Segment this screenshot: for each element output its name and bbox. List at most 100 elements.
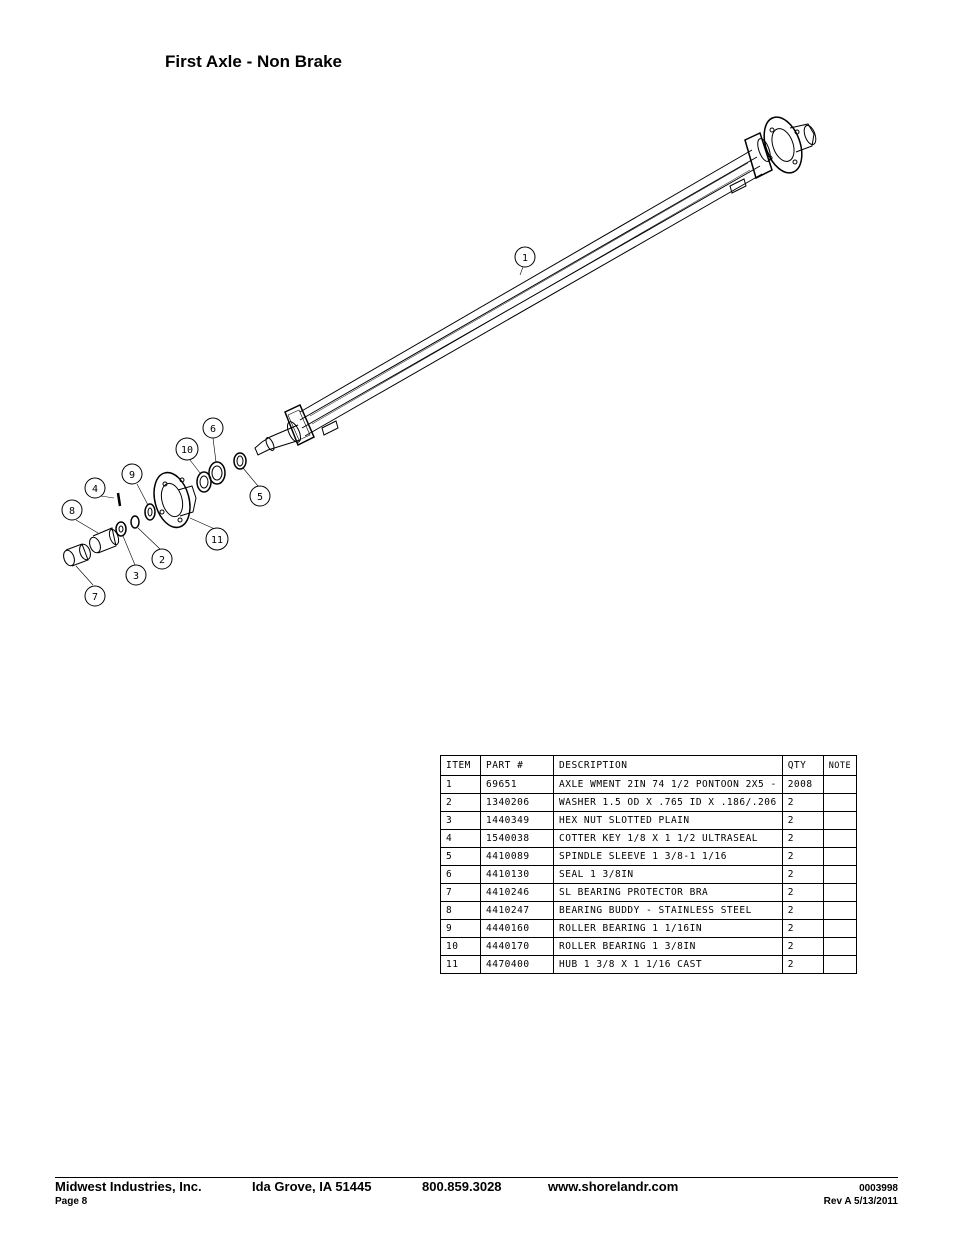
cell-description: WASHER 1.5 OD X .765 ID X .186/.206 (553, 793, 783, 812)
col-note: NOTE (822, 755, 858, 776)
cell-item: 4 (440, 829, 481, 848)
footer-website: www.shorelandr.com (548, 1179, 679, 1194)
svg-text:1: 1 (522, 253, 528, 264)
axle-exploded-drawing: 1 5 6 10 11 9 4 2 3 8 7 (61, 116, 817, 607)
table-header-row: ITEM PART # DESCRIPTION QTY NOTE (440, 755, 858, 776)
part-7-bearing-protector (63, 543, 91, 567)
footer-revision: Rev A 5/13/2011 (823, 1196, 898, 1207)
svg-text:3: 3 (133, 571, 139, 582)
svg-text:5: 5 (257, 492, 263, 503)
part-8-bearing-buddy (89, 527, 120, 554)
svg-text:2: 2 (159, 555, 165, 566)
cell-part: 69651 (480, 775, 554, 794)
cell-item: 9 (440, 919, 481, 938)
callout-2: 2 (151, 548, 173, 570)
cell-item: 3 (440, 811, 481, 830)
cell-note (822, 955, 858, 974)
cell-note (822, 793, 858, 812)
col-description: DESCRIPTION (553, 755, 783, 776)
cell-part: 1340206 (480, 793, 554, 812)
cell-qty: 2 (781, 811, 824, 830)
cell-item: 5 (440, 847, 481, 866)
svg-text:11: 11 (211, 535, 223, 546)
col-item: ITEM (440, 755, 481, 776)
cell-note (822, 811, 858, 830)
cell-qty: 2 (781, 793, 824, 812)
cell-item: 8 (440, 901, 481, 920)
cell-part: 1540038 (480, 829, 554, 848)
svg-text:10: 10 (181, 445, 193, 456)
cell-qty: 2008 (781, 775, 824, 794)
callout-9: 9 (121, 463, 143, 485)
col-qty: QTY (781, 755, 824, 776)
cell-note (822, 847, 858, 866)
cell-part: 4440160 (480, 919, 554, 938)
callout-10: 10 (175, 437, 199, 461)
cell-part: 4410089 (480, 847, 554, 866)
cell-qty: 2 (781, 937, 824, 956)
callout-1: 1 (514, 246, 536, 268)
cell-description: SEAL 1 3/8IN (553, 865, 783, 884)
cell-description: HUB 1 3/8 X 1 1/16 CAST (553, 955, 783, 974)
cell-qty: 2 (781, 955, 824, 974)
cell-note (822, 865, 858, 884)
page-title: First Axle - Non Brake (165, 52, 342, 71)
part-2-washer (130, 515, 140, 529)
cell-description: COTTER KEY 1/8 X 1 1/2 ULTRASEAL (553, 829, 783, 848)
svg-text:8: 8 (69, 506, 75, 517)
part-3-nut (115, 521, 127, 537)
axle-tube (299, 149, 763, 437)
cell-item: 7 (440, 883, 481, 902)
callout-4: 4 (84, 477, 106, 499)
footer-phone: 800.859.3028 (422, 1179, 502, 1194)
cell-item: 6 (440, 865, 481, 884)
cell-qty: 2 (781, 883, 824, 902)
cell-description: ROLLER BEARING 1 1/16IN (553, 919, 783, 938)
footer-divider (55, 1177, 898, 1178)
svg-text:9: 9 (129, 470, 135, 481)
cell-part: 4410247 (480, 901, 554, 920)
callout-3: 3 (125, 564, 147, 586)
cell-item: 2 (440, 793, 481, 812)
cell-note (822, 901, 858, 920)
callout-11: 11 (205, 527, 229, 551)
cell-item: 1 (440, 775, 481, 794)
cell-part: 4440170 (480, 937, 554, 956)
callout-7: 7 (84, 585, 106, 607)
cell-part: 4410130 (480, 865, 554, 884)
cell-note (822, 775, 858, 794)
cell-note (822, 919, 858, 938)
svg-text:6: 6 (210, 424, 216, 435)
part-9-bearing (144, 503, 156, 521)
footer-company: Midwest Industries, Inc. (55, 1179, 202, 1194)
cell-part: 1440349 (480, 811, 554, 830)
svg-text:7: 7 (92, 592, 98, 603)
cell-qty: 2 (781, 901, 824, 920)
callout-8: 8 (61, 499, 83, 521)
cell-description: ROLLER BEARING 1 3/8IN (553, 937, 783, 956)
cell-description: SPINDLE SLEEVE 1 3/8-1 1/16 (553, 847, 783, 866)
callout-5: 5 (249, 485, 271, 507)
part-5-spindle-sleeve (233, 452, 247, 470)
part-11-hub (153, 471, 197, 529)
footer-location: Ida Grove, IA 51445 (252, 1179, 372, 1194)
cell-description: SL BEARING PROTECTOR BRA (553, 883, 783, 902)
footer-doc-number: 0003998 (859, 1183, 898, 1194)
col-part: PART # (480, 755, 554, 776)
cell-part: 4410246 (480, 883, 554, 902)
cell-item: 10 (440, 937, 481, 956)
cell-item: 11 (440, 955, 481, 974)
cell-note (822, 829, 858, 848)
part-10-bearing (196, 471, 212, 493)
